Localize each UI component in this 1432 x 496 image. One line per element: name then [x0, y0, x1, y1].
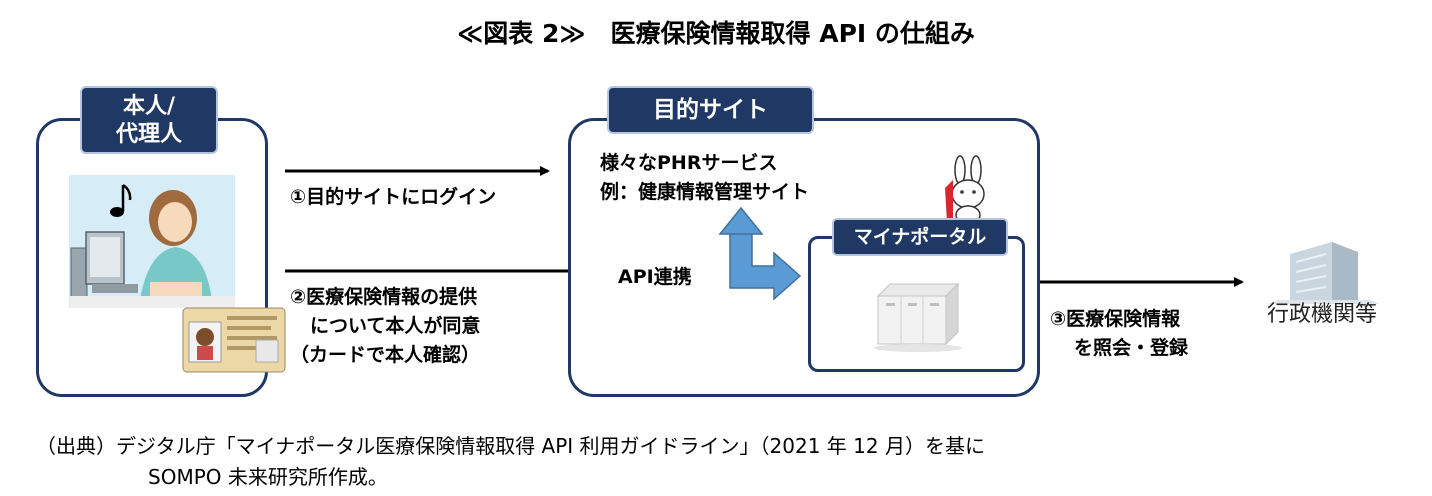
target-site-tag: 目的サイト [607, 86, 814, 134]
services-line2: 例：健康情報管理サイト [600, 181, 810, 203]
step2-label: ②医療保険情報の提供 について本人が同意 （カードで本人確認） [290, 283, 480, 370]
services-line1: 様々なPHRサービス [600, 152, 778, 174]
step2-line1: ②医療保険情報の提供 [290, 286, 478, 308]
id-card-icon [182, 307, 286, 373]
user-tag: 本人/ 代理人 [80, 86, 218, 154]
step3-line2: を照会・登録 [1074, 337, 1189, 359]
step1-label: ①目的サイトにログイン [290, 186, 497, 208]
target-site-services: 様々なPHRサービス 例：健康情報管理サイト [600, 149, 809, 207]
gov-label: 行政機関等 [1267, 302, 1378, 327]
mascot-rabbit-icon [945, 155, 985, 225]
person-at-computer-icon [70, 190, 235, 308]
source-line1: （出典）デジタル庁「マイナポータル医療保険情報取得 API 利用ガイドライン」（… [36, 434, 985, 458]
diagram-title: ≪図表 2≫ 医療保険情報取得 API の仕組み [457, 19, 975, 48]
mynaportal-tag-label: マイナポータル [853, 226, 987, 248]
music-note-icon [110, 183, 132, 217]
mynaportal-tag: マイナポータル [832, 218, 1008, 256]
server-icon [874, 282, 962, 352]
api-link-arrow [729, 221, 802, 301]
step2-line2: について本人が同意 [310, 315, 481, 337]
api-label: API連携 [618, 266, 692, 288]
step3-label: ③医療保険情報 を照会・登録 [1050, 305, 1188, 363]
user-tag-line2: 代理人 [115, 122, 182, 147]
office-building-icon [1268, 242, 1380, 304]
step3-line1: ③医療保険情報 [1050, 308, 1181, 330]
user-tag-line1: 本人/ [122, 94, 176, 119]
api-link-arrow-head-up [718, 206, 764, 235]
target-site-tag-label: 目的サイト [653, 97, 768, 123]
step2-line3: （カードで本人確認） [290, 344, 481, 366]
source-line2: SOMPO 未来研究所作成。 [148, 465, 388, 489]
